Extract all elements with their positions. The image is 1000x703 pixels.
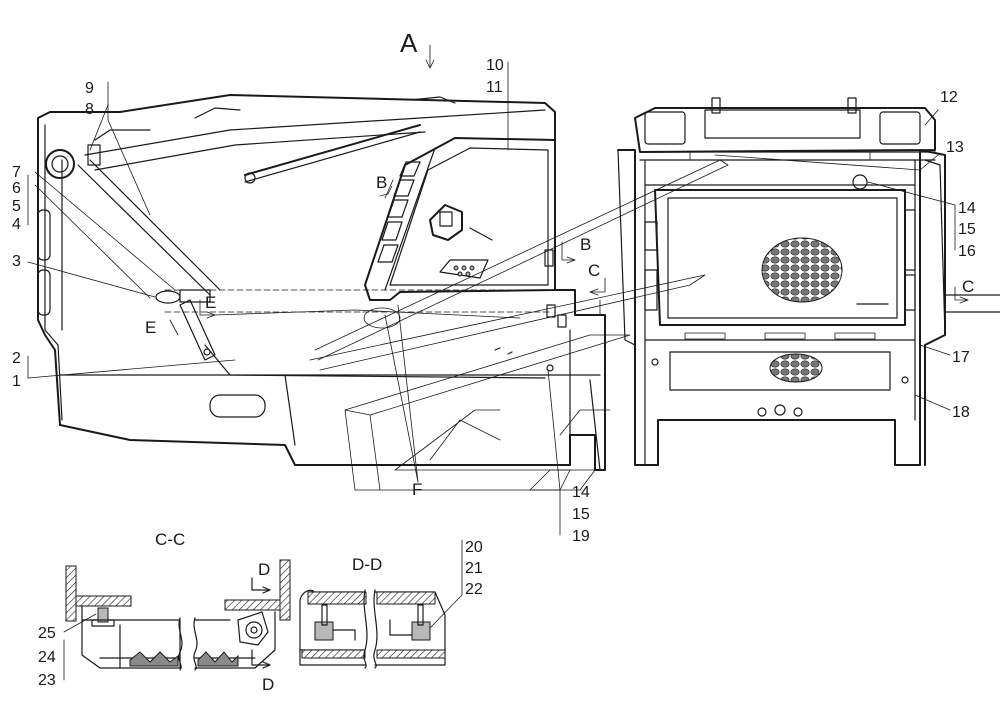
callout-15-bottom: 15 xyxy=(572,506,590,523)
callout-9: 9 xyxy=(85,80,94,97)
leader-lines xyxy=(27,44,969,681)
callout-12: 12 xyxy=(940,89,958,106)
callout-1: 1 xyxy=(12,373,21,390)
callout-2: 2 xyxy=(12,350,21,367)
callout-24: 24 xyxy=(38,649,56,666)
callout-15: 15 xyxy=(958,221,976,238)
section-title-dd: D-D xyxy=(352,555,382,574)
callout-10: 10 xyxy=(486,57,504,74)
section-mark-f: F xyxy=(412,480,422,499)
section-mark-c-right: C xyxy=(962,277,974,296)
callout-5: 5 xyxy=(12,198,21,215)
callout-25: 25 xyxy=(38,625,56,642)
view-label-a: A xyxy=(400,28,418,58)
callout-14: 14 xyxy=(958,200,976,217)
callout-19: 19 xyxy=(572,528,590,545)
section-mark-e-upper: E xyxy=(205,293,216,312)
callout-13: 13 xyxy=(946,139,964,156)
callout-3: 3 xyxy=(12,253,21,270)
callout-21: 21 xyxy=(465,560,483,577)
callout-6: 6 xyxy=(12,180,21,197)
section-f-outline xyxy=(309,159,729,491)
section-mark-e-lower: E xyxy=(145,318,156,337)
section-mark-b-top: B xyxy=(376,173,387,192)
section-mark-b-side: B xyxy=(580,235,591,254)
labels: A 9 8 7 6 5 4 3 2 1 10 11 12 13 14 15 16… xyxy=(12,28,976,694)
callout-8: 8 xyxy=(85,101,94,118)
callout-7: 7 xyxy=(12,164,21,181)
callout-11: 11 xyxy=(486,79,503,96)
callout-17: 17 xyxy=(952,349,970,366)
section-dd xyxy=(299,589,446,669)
callout-23: 23 xyxy=(38,672,56,689)
section-mark-d-upper: D xyxy=(258,560,270,579)
callout-14-bottom: 14 xyxy=(572,484,590,501)
callout-22: 22 xyxy=(465,581,483,598)
section-mark-d-lower: D xyxy=(262,675,274,694)
section-title-cc: C-C xyxy=(155,530,185,549)
side-view xyxy=(37,94,606,471)
callout-20: 20 xyxy=(465,539,483,556)
section-cc xyxy=(65,559,291,671)
callout-16: 16 xyxy=(958,243,976,260)
section-mark-c-left: C xyxy=(588,261,600,280)
callout-4: 4 xyxy=(12,216,21,233)
callout-18: 18 xyxy=(952,404,970,421)
